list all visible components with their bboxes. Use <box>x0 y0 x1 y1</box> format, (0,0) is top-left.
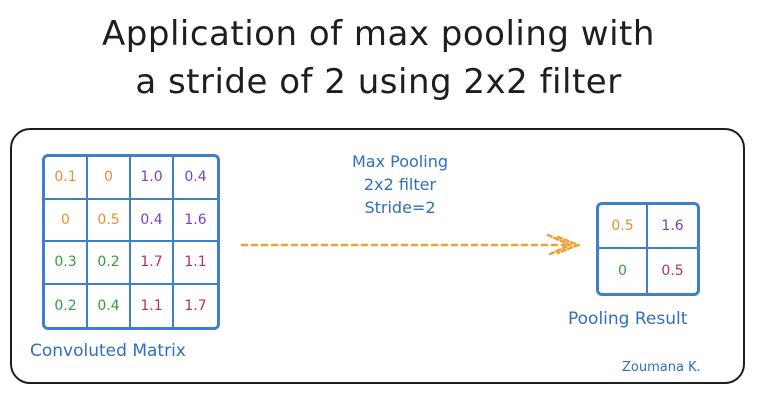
convoluted-matrix-cell-r3-c3: 1.7 <box>131 242 174 285</box>
convoluted-matrix-cell-r3-c2: 0.2 <box>88 242 131 285</box>
convoluted-matrix-cell-r1-c2: 0 <box>88 157 131 200</box>
pooling-result-label: Pooling Result <box>568 309 688 329</box>
author-credit: Zoumana K. <box>622 360 701 375</box>
convoluted-matrix-cell-r1-c4: 0.4 <box>174 157 217 200</box>
convoluted-matrix-cell-r3-c1: 0.3 <box>45 242 88 285</box>
operation-filter: 2x2 filter <box>363 175 437 194</box>
pooling-result-cell-r2-c2: 0.5 <box>661 263 684 279</box>
convoluted-matrix-label: Convoluted Matrix <box>30 341 186 361</box>
convoluted-matrix-cell-r4-c1: 0.2 <box>45 284 88 327</box>
title-line-2: a stride of 2 using 2x2 filter <box>135 62 622 102</box>
dotted-arrow <box>240 233 582 257</box>
convoluted-matrix-cell-r4-c2: 0.4 <box>88 284 131 327</box>
convoluted-matrix-cell-r2-c4: 1.6 <box>174 200 217 242</box>
convoluted-matrix-cell-r1-c1: 0.1 <box>45 157 88 200</box>
convoluted-matrix-cell-r2-c1: 0 <box>45 199 88 242</box>
diagram-panel <box>10 128 745 384</box>
convoluted-matrix-cell-r4-c4: 1.7 <box>184 297 207 314</box>
title-line-1: Application of max pooling with <box>102 14 655 54</box>
arrow-head-inner <box>556 235 582 255</box>
convoluted-matrix-cell-r4-c3: 1.1 <box>131 284 174 327</box>
operation-caption: Max Pooling 2x2 filter Stride=2 <box>300 150 500 219</box>
diagram-title: Application of max pooling with a stride… <box>0 10 757 106</box>
pooling-result-cell-r2-c1: 0 <box>599 249 648 293</box>
convoluted-matrix-cell-r1-c3: 1.0 <box>131 157 174 200</box>
pooling-result-cell-r1-c1: 0.5 <box>599 205 648 249</box>
operation-name: Max Pooling <box>351 152 448 171</box>
convoluted-matrix-cell-r2-c2: 0.5 <box>88 199 131 242</box>
operation-stride: Stride=2 <box>364 198 436 217</box>
convoluted-matrix-cell-r3-c4: 1.1 <box>174 242 217 285</box>
arrow-head-outer <box>546 233 574 257</box>
convoluted-matrix-cell-r2-c3: 0.4 <box>131 199 174 242</box>
pooling-result-cell-r1-c2: 1.6 <box>648 205 697 249</box>
